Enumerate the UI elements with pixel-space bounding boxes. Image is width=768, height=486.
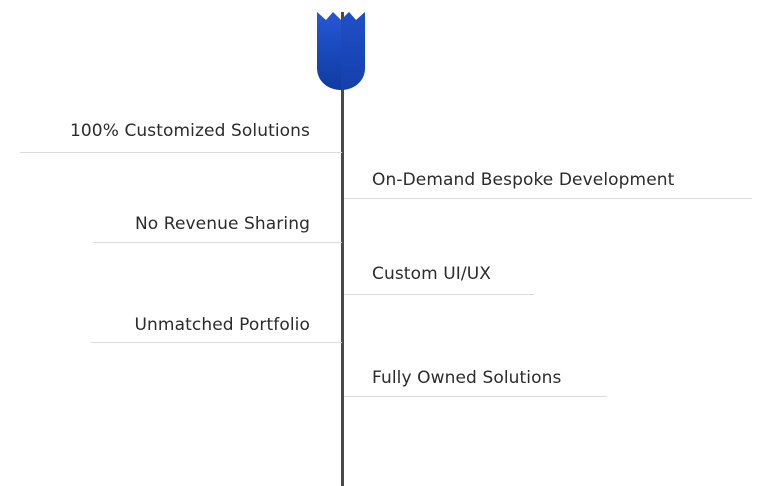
item-underline — [91, 342, 342, 343]
feature-item: 100% Customized Solutions — [20, 120, 342, 153]
item-underline — [93, 242, 342, 243]
feature-item: Unmatched Portfolio — [20, 314, 342, 343]
item-underline — [344, 198, 752, 199]
item-underline — [20, 152, 342, 153]
feature-label: 100% Customized Solutions — [69, 121, 310, 141]
feature-label: No Revenue Sharing — [134, 214, 310, 234]
timeline-axis — [341, 12, 344, 486]
item-underline — [344, 294, 534, 295]
feature-item: On-Demand Bespoke Development — [344, 169, 762, 199]
feature-item: Custom UI/UX — [344, 263, 572, 295]
feature-label: On-Demand Bespoke Development — [372, 170, 675, 190]
item-underline — [344, 396, 607, 397]
shield-banner-icon — [317, 12, 365, 90]
feature-item: No Revenue Sharing — [20, 213, 342, 243]
feature-label: Fully Owned Solutions — [372, 368, 562, 388]
feature-label: Unmatched Portfolio — [134, 315, 310, 335]
feature-item: Fully Owned Solutions — [344, 367, 632, 397]
feature-label: Custom UI/UX — [372, 264, 492, 284]
